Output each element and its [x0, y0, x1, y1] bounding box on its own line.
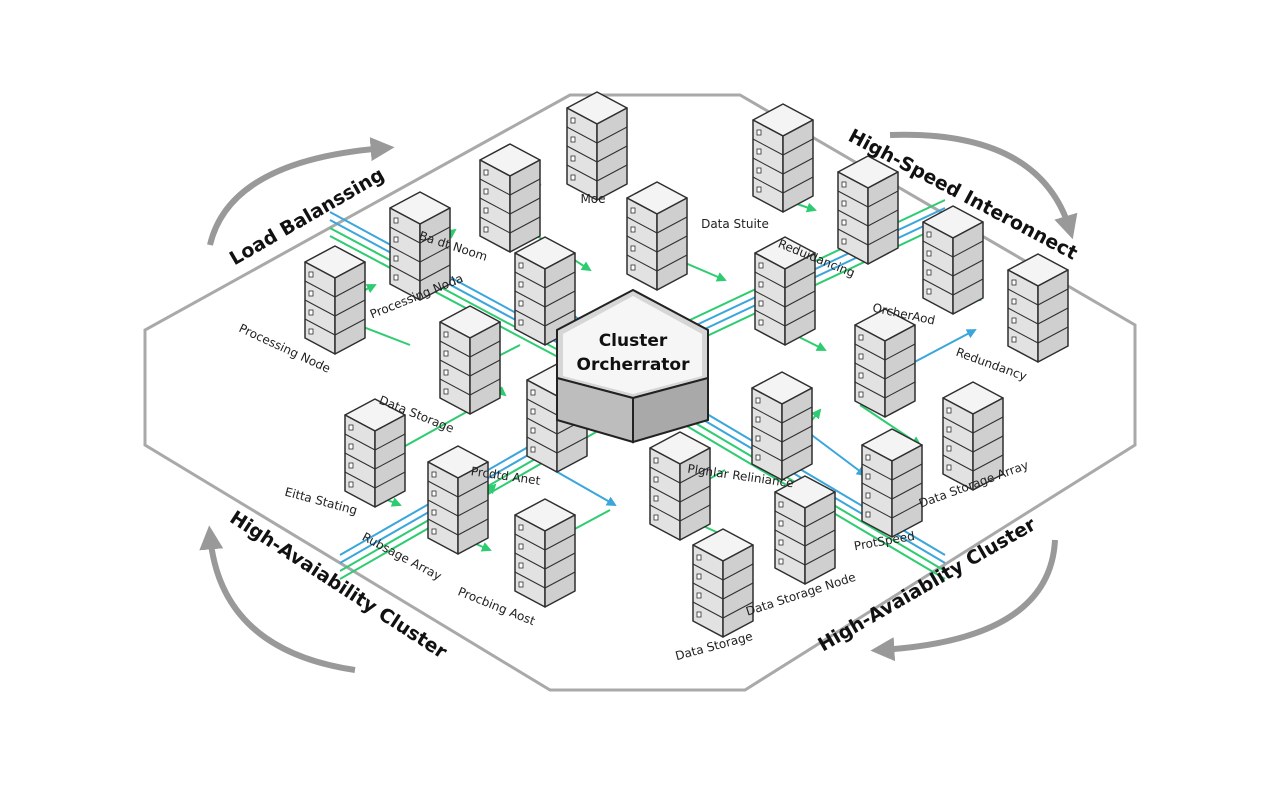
- node-label: Data Stuite: [701, 217, 769, 231]
- arrow-top-left: [207, 137, 395, 246]
- cluster-orchestrator: Cluster Orcherrator: [556, 288, 709, 444]
- server-icon: [861, 428, 923, 538]
- server-icon: [751, 371, 813, 481]
- server-icon: [774, 475, 836, 585]
- server-icon: [922, 205, 984, 315]
- server-icon: [837, 155, 899, 265]
- arrow-top-right: [889, 131, 1078, 240]
- arrow-bottom-right: [870, 539, 1058, 662]
- node-label: Data Storage: [674, 629, 754, 663]
- server-icon: [626, 181, 688, 291]
- server-icon: [344, 398, 406, 508]
- server-icon: [752, 103, 814, 213]
- server-icon: [1007, 253, 1069, 363]
- server-icon: [439, 305, 501, 415]
- node-label: Moe: [580, 192, 605, 206]
- server-icon: [304, 245, 366, 355]
- orchestrator-title-line2: Orcherrator: [577, 355, 691, 375]
- label-high-availability-cluster-left: High-Avaiability Cluster: [226, 507, 451, 664]
- server-nodes: [304, 91, 1069, 638]
- server-icon: [854, 308, 916, 418]
- server-icon: [942, 381, 1004, 491]
- arrow-bottom-left: [199, 525, 356, 673]
- server-icon: [754, 236, 816, 346]
- server-icon: [389, 191, 451, 301]
- server-icon: [514, 498, 576, 608]
- server-icon: [566, 91, 628, 201]
- server-icon: [427, 445, 489, 555]
- bundle-top-right: [689, 199, 946, 345]
- server-icon: [514, 236, 576, 346]
- orchestrator-title-line1: Cluster: [599, 331, 668, 351]
- server-icon: [692, 528, 754, 638]
- server-icon: [649, 431, 711, 541]
- server-icon: [479, 143, 541, 253]
